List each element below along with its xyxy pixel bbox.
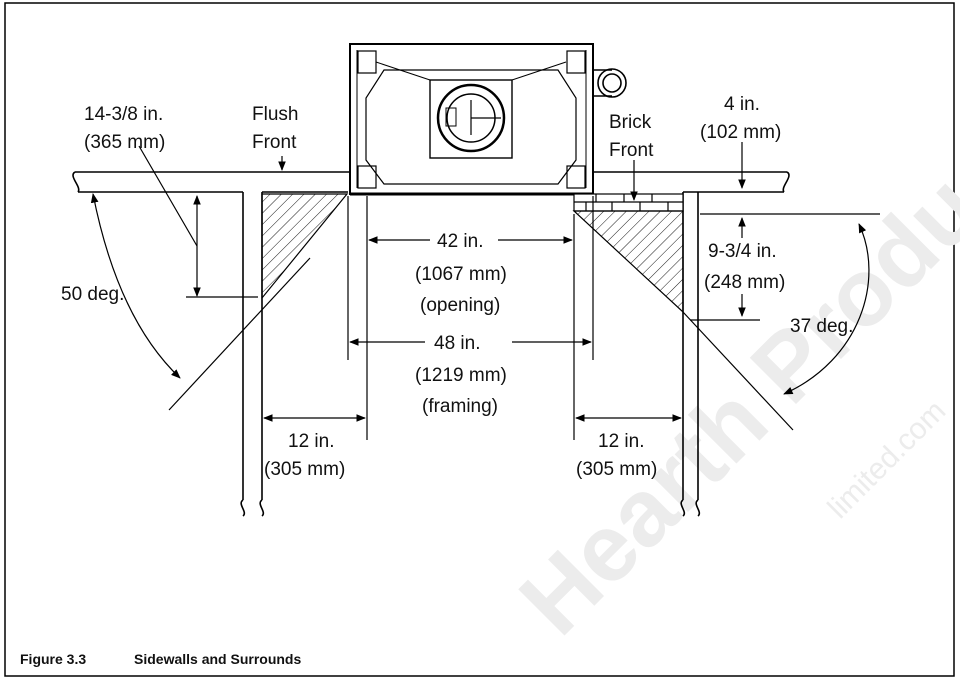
opening-mm: (1067 mm) — [415, 264, 507, 285]
opening-word: (opening) — [420, 295, 500, 316]
mantel-lines — [72, 171, 790, 193]
figure-title: Sidewalls and Surrounds — [134, 651, 301, 667]
flush-front-surround — [261, 193, 349, 300]
dimension-lines — [90, 142, 880, 440]
brick-depth-in: 4 in. — [724, 94, 760, 115]
fireplace-unit — [349, 43, 594, 196]
right-wall-in: 12 in. — [598, 431, 644, 452]
brick-front-line2: Front — [609, 140, 654, 161]
right-setback-mm: (248 mm) — [704, 272, 785, 293]
watermark-url: limited.com — [822, 394, 953, 525]
framing-in: 48 in. — [434, 333, 480, 354]
figure-number: Figure 3.3 — [20, 651, 86, 667]
brick-front-surround — [572, 210, 684, 314]
left-angle: 50 deg. — [61, 284, 124, 305]
flush-front-line2: Front — [252, 132, 297, 153]
figure-border — [4, 2, 955, 677]
opening-in: 42 in. — [437, 231, 483, 252]
flush-front-line1: Flush — [252, 104, 298, 125]
left-wall-in: 12 in. — [288, 431, 334, 452]
watermark: Hearth Products limited.com — [500, 57, 960, 655]
labels: 14-3/8 in. (365 mm) Flush Front Brick Fr… — [61, 94, 853, 480]
right-setback-in: 9-3/4 in. — [708, 241, 777, 262]
left-sidewall — [240, 192, 265, 517]
brick-front — [573, 193, 684, 212]
right-wall-mm: (305 mm) — [576, 459, 657, 480]
right-angle: 37 deg. — [790, 316, 853, 337]
figure-caption: Figure 3.3 Sidewalls and Surrounds — [20, 651, 301, 667]
left-wall-mm: (305 mm) — [264, 459, 345, 480]
watermark-text: Hearth Products — [500, 57, 960, 655]
framing-word: (framing) — [422, 396, 498, 417]
brick-front-line1: Brick — [609, 112, 652, 133]
brick-depth-mm: (102 mm) — [700, 122, 781, 143]
vent-pipe — [593, 68, 627, 98]
top-setback-mm: (365 mm) — [84, 132, 165, 153]
framing-mm: (1219 mm) — [415, 365, 507, 386]
top-setback-in: 14-3/8 in. — [84, 104, 163, 125]
